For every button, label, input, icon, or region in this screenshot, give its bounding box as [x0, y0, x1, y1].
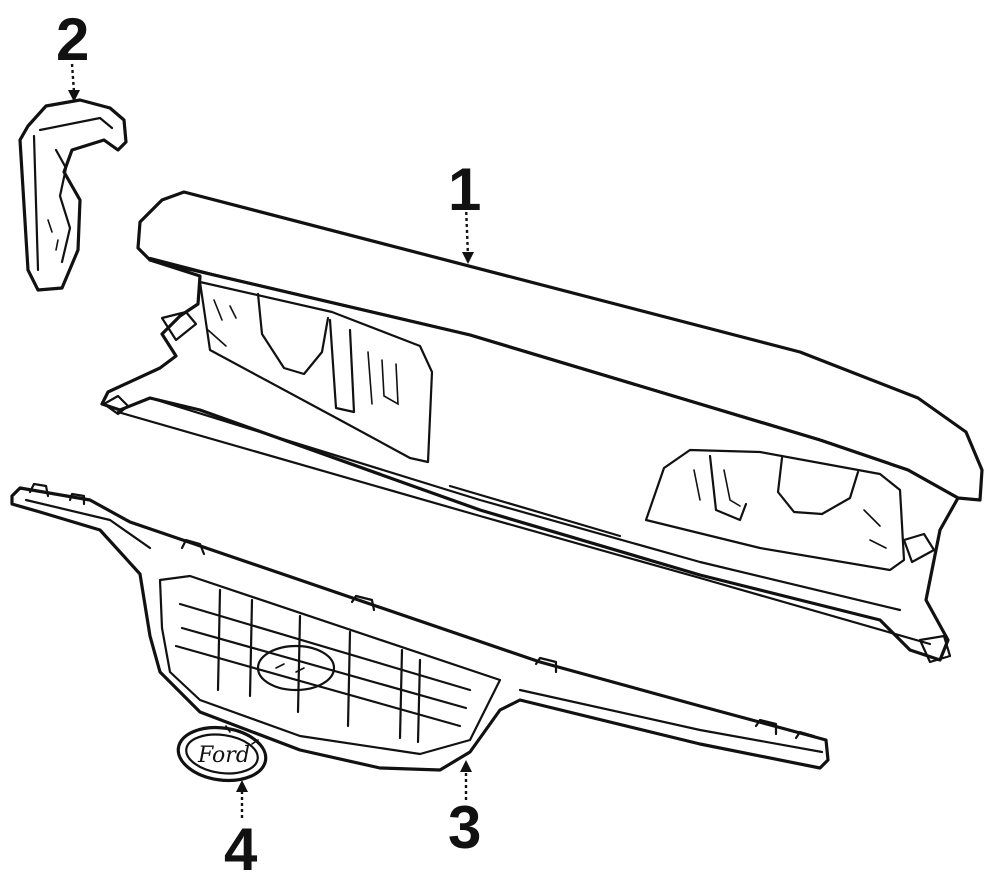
- grille-assembly-part: [10, 482, 830, 772]
- grille-reinforcement-part: [100, 190, 984, 664]
- leader-lines: [68, 63, 474, 818]
- callout-3: 3: [448, 794, 481, 861]
- emblem-lettering: Ford: [197, 743, 250, 768]
- callout-1: 1: [448, 156, 481, 223]
- grille-bracket-part: [18, 98, 128, 292]
- ford-emblem-part: Ford: [176, 725, 268, 783]
- callout-2: 2: [56, 6, 89, 73]
- callout-4: 4: [224, 816, 258, 883]
